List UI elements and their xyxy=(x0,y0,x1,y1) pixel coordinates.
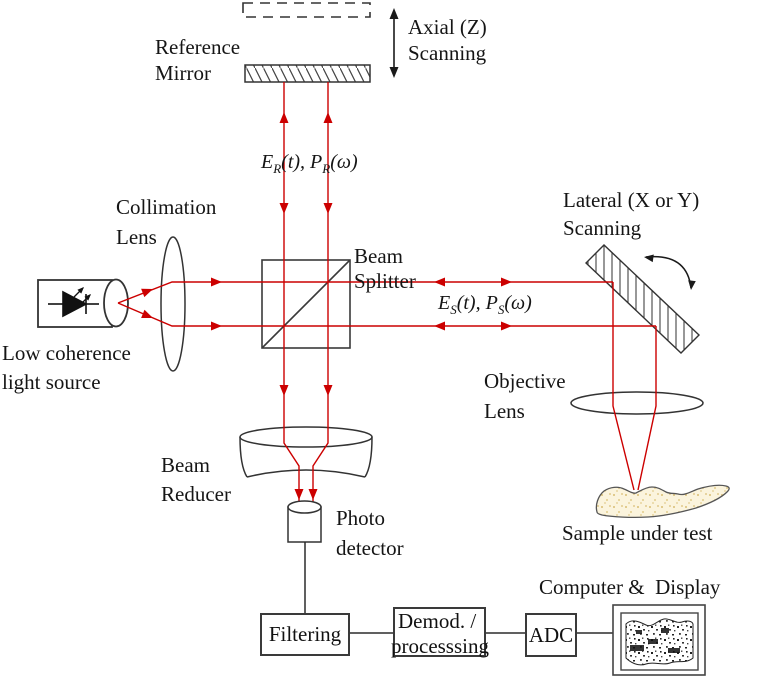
label-photo-detector-line2: detector xyxy=(336,536,404,560)
scan-image-clusters xyxy=(630,628,680,653)
label-lateral-line2: Scanning xyxy=(563,216,642,240)
reference-mirror-ghost xyxy=(242,2,371,18)
led-diode-icon xyxy=(48,285,99,318)
sample-beam-right xyxy=(637,326,657,491)
collimation-lens-shape xyxy=(160,236,186,372)
adc-box-label: ADC xyxy=(528,622,574,647)
label-axial-line2: Scanning xyxy=(408,41,487,65)
demod-line2: processsing xyxy=(391,634,489,658)
label-sample-field: ES(t), PS(ω) xyxy=(438,292,532,317)
beam-paths xyxy=(117,82,657,503)
label-collimation-lens: Collimation Lens xyxy=(116,192,216,252)
sample-beam-left xyxy=(612,282,635,491)
label-axial-line1: Axial (Z) xyxy=(408,15,487,39)
label-beam-reducer-line2: Reducer xyxy=(161,482,231,506)
source-beam-upper xyxy=(117,281,613,304)
label-sample-under-test: Sample under test xyxy=(562,521,713,545)
axial-scan-arrow xyxy=(389,8,399,78)
reference-beam-left xyxy=(283,82,300,503)
monitor xyxy=(612,604,706,676)
label-objective-lens: Objective Lens xyxy=(484,366,566,426)
filtering-box-label: Filtering xyxy=(268,622,342,646)
label-lateral-scanning: Lateral (X or Y) Scanning xyxy=(563,186,699,242)
photo-detector-shape xyxy=(287,500,322,543)
label-beam-reducer: Beam Reducer xyxy=(161,451,231,509)
label-reference-field: ER(t), PR(ω) xyxy=(261,151,358,176)
label-low-coherence-line1: Low coherence xyxy=(2,341,131,365)
label-lateral-line1: Lateral (X or Y) xyxy=(563,188,700,212)
label-collimation-line1: Collimation xyxy=(116,195,217,219)
source-beam-lower xyxy=(117,302,656,327)
beam-splitter-cube xyxy=(261,259,351,349)
label-reference-mirror-line1: Reference xyxy=(155,35,241,59)
demod-box-label: Demod. / processsing xyxy=(391,609,489,659)
demod-box: Demod. / processsing xyxy=(391,607,489,659)
objective-lens-shape xyxy=(570,391,704,415)
label-beam-splitter-line1: Beam xyxy=(354,244,403,268)
label-axial-scanning: Axial (Z) Scanning xyxy=(408,14,487,66)
signal-wires xyxy=(304,542,613,634)
reference-beam-right xyxy=(312,82,329,503)
scan-image xyxy=(625,618,694,666)
rotation-arrow xyxy=(643,253,696,291)
adc-box: ADC xyxy=(525,613,577,657)
sample-blob xyxy=(595,484,730,519)
label-low-coherence-source: Low coherence light source xyxy=(2,339,131,397)
label-low-coherence-line2: light source xyxy=(2,370,101,394)
filtering-box: Filtering xyxy=(260,613,350,656)
label-photo-detector-line1: Photo xyxy=(336,506,386,530)
label-objective-line1: Objective xyxy=(484,369,566,393)
demod-line1: Demod. / xyxy=(398,609,477,633)
light-source xyxy=(37,278,129,328)
label-computer-display: Computer & Display xyxy=(539,575,721,599)
label-photo-detector: Photo detector xyxy=(336,503,404,563)
lateral-scan-mirror xyxy=(584,244,701,354)
beam-reducer-shape xyxy=(239,426,373,478)
label-beam-reducer-line1: Beam xyxy=(161,453,210,477)
reference-mirror xyxy=(244,64,371,83)
label-beam-splitter: Beam Splitter xyxy=(354,244,416,294)
label-objective-line2: Lens xyxy=(484,399,525,423)
label-reference-mirror-line2: Mirror xyxy=(155,61,211,85)
label-reference-mirror: Reference Mirror xyxy=(155,34,240,86)
label-beam-splitter-line2: Splitter xyxy=(354,269,416,293)
label-collimation-line2: Lens xyxy=(116,225,157,249)
